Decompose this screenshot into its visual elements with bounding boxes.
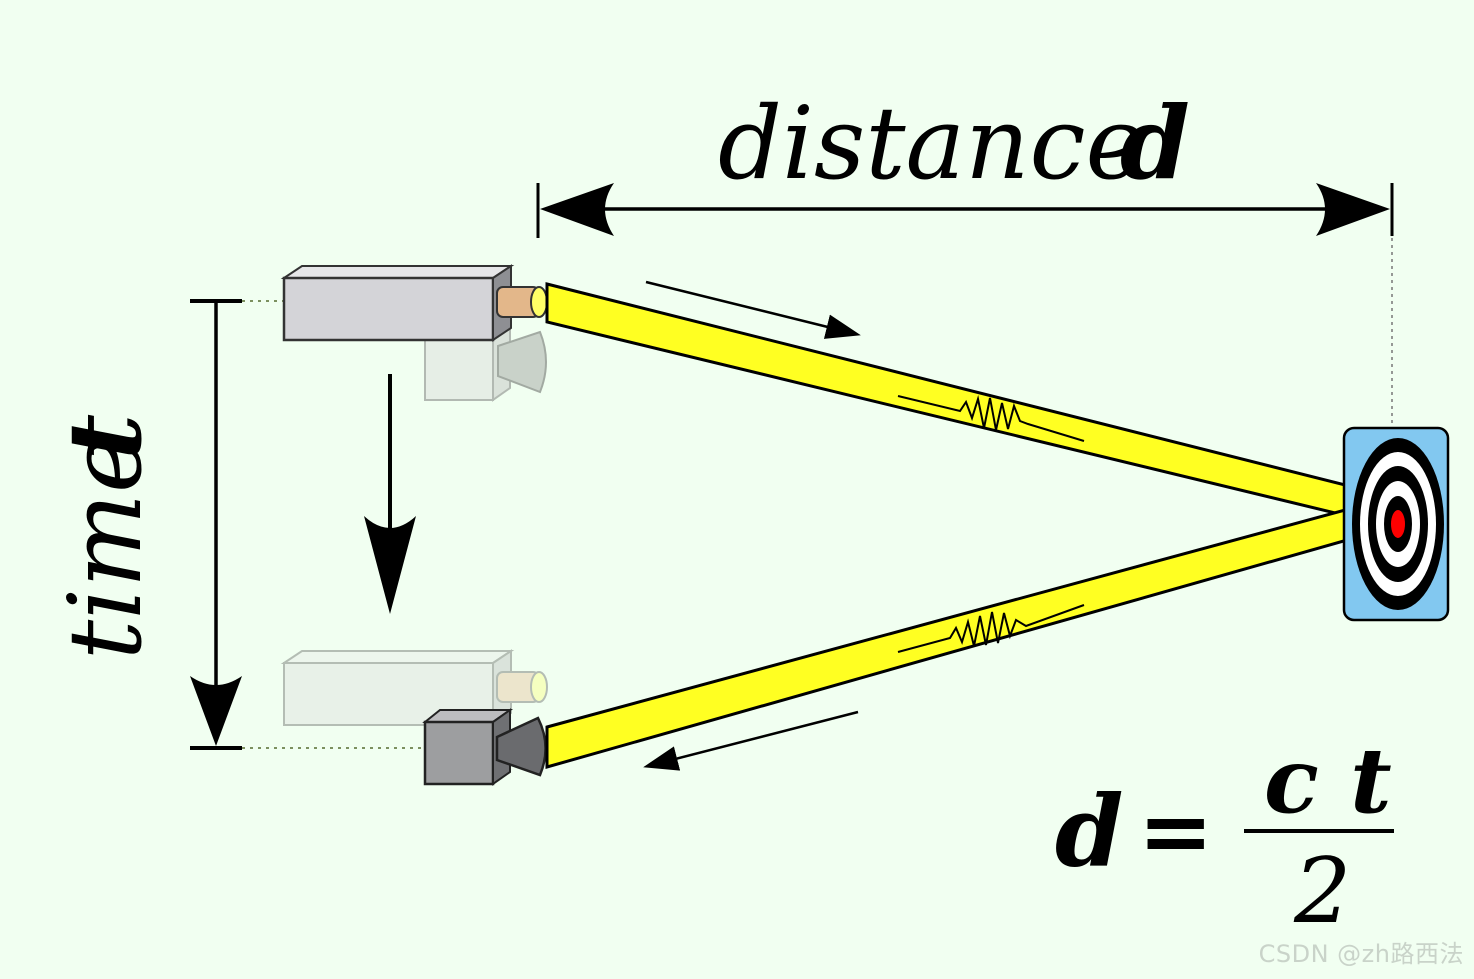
formula-denominator: 2 [1293,839,1351,944]
formula-lhs: d [1055,775,1124,890]
formula: d = c t 2 [1055,728,1394,944]
receiver-device [422,708,547,786]
watermark: CSDN @zh路西法 [1258,940,1464,968]
formula-equals: = [1138,778,1213,884]
outgoing-pulse-wave [897,395,1085,442]
receiver-horn [495,716,547,777]
receiver-faded [424,316,547,402]
device-move-arrow [364,374,416,614]
distance-measure: distance d [536,84,1394,238]
target-center [1391,510,1405,538]
distance-label: distance [718,85,1145,202]
distance-arrowhead-left [540,183,614,236]
time-arrowhead [190,676,242,746]
lidar-device-start [280,264,548,402]
target [1342,426,1450,622]
return-pulse-wave [897,604,1085,653]
time-variable: t [46,414,164,460]
lidar-device-end [280,649,548,786]
distance-arrowhead-right [1316,183,1390,236]
move-arrowhead [364,516,416,614]
time-measure: time t [46,299,500,750]
return-direction-arrow [643,710,859,771]
time-label: time [47,434,164,660]
distance-variable: d [1120,84,1190,202]
outgoing-direction-arrow [645,280,861,339]
emitter-device [280,264,548,342]
formula-numerator: c t [1264,728,1392,834]
